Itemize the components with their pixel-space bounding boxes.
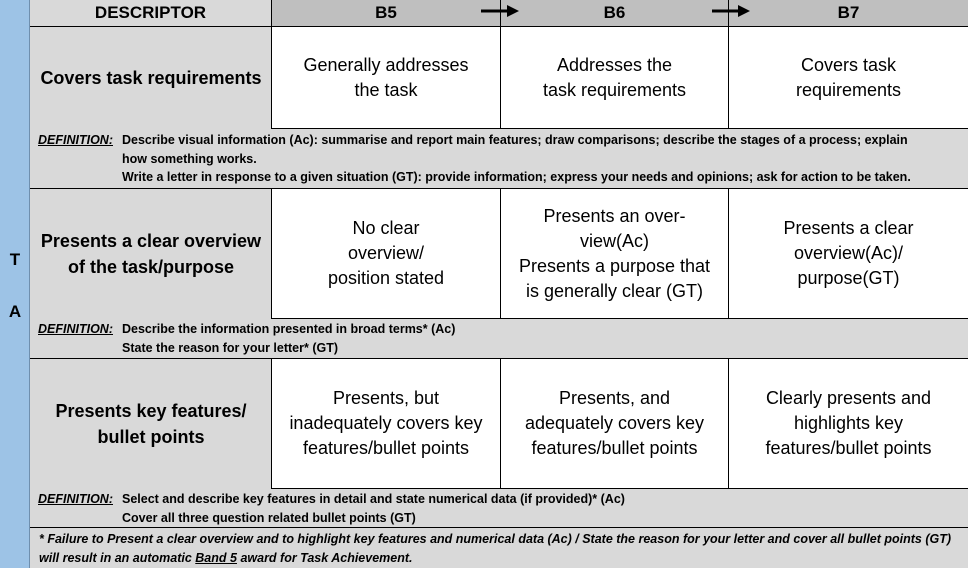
definition-line: Write a letter in response to a given si…: [122, 170, 911, 184]
row-label-key-features: Presents key features/ bullet points: [30, 360, 272, 488]
cell-b7-key-features: Clearly presents and highlights key feat…: [728, 359, 968, 489]
descriptor-table: DESCRIPTOR B5 B6 B7 Covers task requirem…: [30, 0, 968, 568]
definition-line: Describe the information presented in br…: [122, 322, 456, 336]
cell-b7-clear-overview: Presents a clear overview(Ac)/ purpose(G…: [728, 189, 968, 319]
cell-b5-key-features: Presents, but inadequately covers key fe…: [271, 359, 501, 489]
band-header-b5: B5: [272, 0, 501, 27]
definition-line: Cover all three question related bullet …: [122, 510, 416, 525]
row-divider: [30, 188, 968, 189]
band-header-b6: B6: [501, 0, 729, 27]
cell-b6-clear-overview: Presents an over- view(Ac) Presents a pu…: [500, 189, 729, 319]
definition-keyword: DEFINITION:: [38, 133, 113, 147]
definition-keyword: DEFINITION:: [38, 322, 113, 336]
definition-line: State the reason for your letter* (GT): [122, 340, 339, 355]
row-divider: [30, 527, 968, 528]
band-header-b7: B7: [729, 0, 968, 27]
descriptor-header: DESCRIPTOR: [30, 0, 272, 27]
cell-b5-task-requirements: Generally addresses the task: [271, 27, 501, 129]
row-label-task-requirements: Covers task requirements: [30, 28, 272, 128]
cell-b5-clear-overview: No clear overview/ position stated: [271, 189, 501, 319]
side-letter-a: A: [8, 302, 22, 321]
definition-keyword: DEFINITION:: [38, 492, 113, 506]
cell-b7-task-requirements: Covers task requirements: [728, 27, 968, 129]
arrow-right-icon: [481, 5, 519, 17]
definition-line: Select and describe key features in deta…: [122, 492, 625, 506]
side-letter-t: T: [9, 250, 21, 269]
row-label-clear-overview: Presents a clear overview of the task/pu…: [30, 190, 272, 318]
task-achievement-side-bar: T A: [0, 0, 30, 568]
cell-b6-task-requirements: Addresses the task requirements: [500, 27, 729, 129]
definition-clear-overview: DEFINITION: Describe the information pre…: [30, 320, 968, 358]
definition-task-requirements: DEFINITION: Describe visual information …: [30, 131, 968, 187]
cell-b6-key-features: Presents, and adequately covers key feat…: [500, 359, 729, 489]
arrow-right-icon: [712, 5, 750, 17]
definition-key-features: DEFINITION: Select and describe key feat…: [30, 490, 968, 527]
footnote: * Failure to Present a clear overview an…: [30, 528, 968, 568]
definition-line: Describe visual information (Ac): summar…: [122, 133, 908, 166]
row-divider: [30, 358, 968, 359]
